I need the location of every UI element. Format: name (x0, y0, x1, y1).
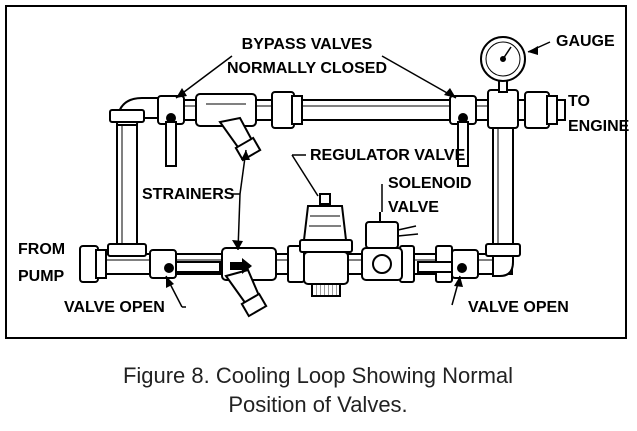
valve-handle (175, 261, 221, 273)
arrowheads (166, 46, 538, 288)
solenoid-valve (361, 212, 419, 281)
figure-caption-line2: Position of Valves. (228, 392, 407, 417)
normally-closed-label: NORMALLY CLOSED (227, 60, 387, 77)
bypass-valves-label: BYPASS VALVES (242, 36, 373, 53)
regulator-valve-label: REGULATOR VALVE (310, 147, 466, 164)
regulator-valve (299, 193, 353, 297)
valve-label: VALVE (388, 199, 439, 216)
bypass-valve-right (449, 95, 477, 167)
inlet-valve (149, 249, 221, 279)
valve-open-right-label: VALVE OPEN (468, 299, 569, 316)
pump-label: PUMP (18, 268, 65, 285)
bottom-right-elbow (492, 253, 514, 277)
outlet-valve (417, 249, 479, 279)
strainer-bottom (221, 247, 277, 318)
gauge-label: GAUGE (556, 33, 615, 50)
engine-label: ENGINE (568, 118, 630, 135)
strainers-label: STRAINERS (142, 186, 235, 203)
valve-open-left-label: VALVE OPEN (64, 299, 165, 316)
to-label: TO (568, 93, 590, 110)
valve-handle (417, 261, 453, 273)
left-riser-pipe (116, 111, 138, 253)
figure-caption-line1: Figure 8. Cooling Loop Showing Normal (123, 363, 513, 388)
from-label: FROM (18, 241, 65, 258)
gauge-assembly (480, 36, 526, 129)
bypass-valve-left (157, 95, 185, 167)
solenoid-label: SOLENOID (388, 175, 472, 192)
leader-lines (165, 41, 551, 308)
right-riser-pipe (492, 111, 514, 255)
strainer-top (195, 93, 262, 162)
valve-handle (457, 121, 469, 167)
flow-arrow-icon (230, 258, 252, 274)
valve-handle (165, 121, 177, 167)
